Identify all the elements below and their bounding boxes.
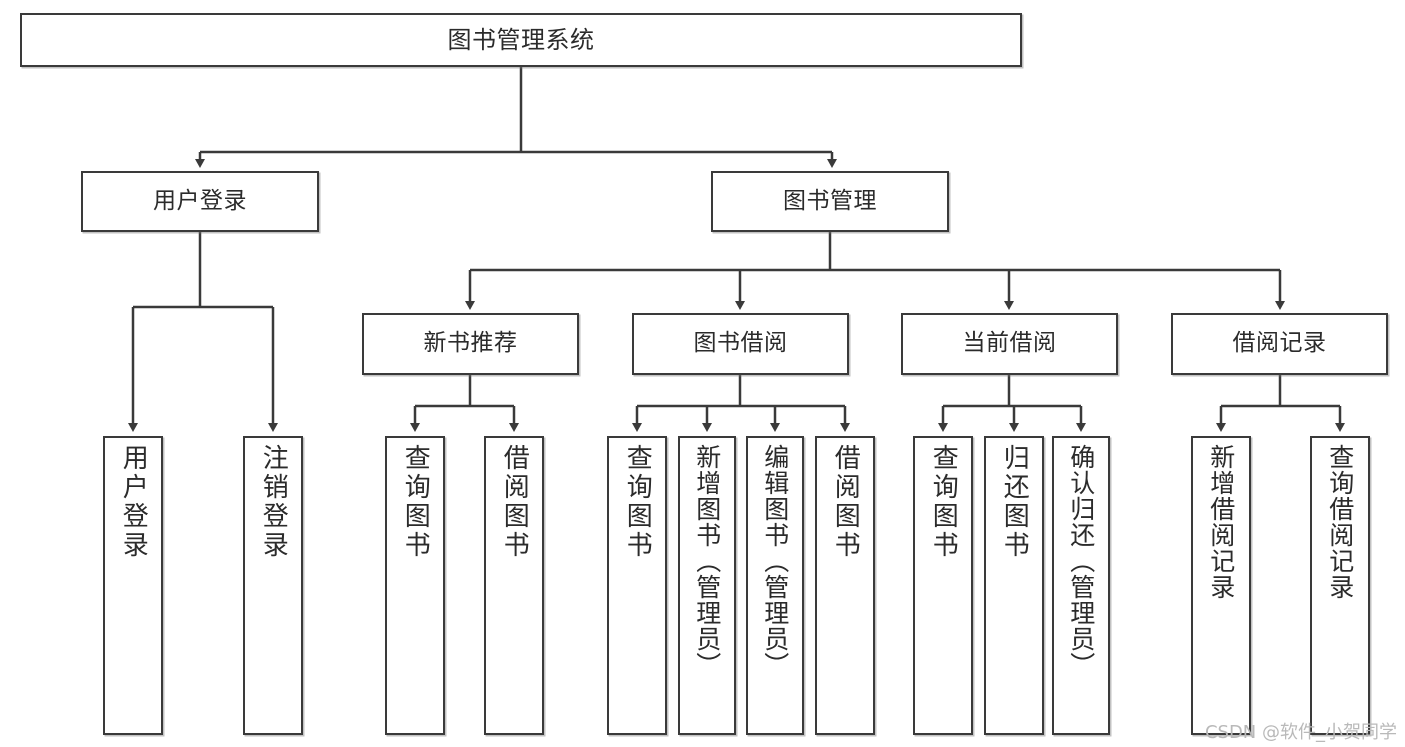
leaf-query-borrow-record-label: 查询借阅记录 [1325,444,1355,600]
leaf-return-book-label: 归还图书 [999,444,1030,560]
leaf-query-book-borrow-label: 查询图书 [622,444,653,560]
leaf-borrow-book[interactable]: 借阅图书 [815,436,875,735]
leaf-query-book-recommend[interactable]: 查询图书 [385,436,445,735]
node-new-book-recommend-label: 新书推荐 [423,330,518,357]
leaf-edit-book-admin-label: 编辑图书（管理员） [760,444,790,678]
leaf-user-login-label: 用户登录 [118,444,149,560]
leaf-add-book-admin[interactable]: 新增图书（管理员） [678,436,736,735]
node-current-borrow-label: 当前借阅 [962,330,1057,357]
node-current-borrow[interactable]: 当前借阅 [901,313,1118,375]
node-user-login[interactable]: 用户登录 [81,171,319,232]
leaf-user-logout-label: 注销登录 [258,444,289,560]
node-root-label: 图书管理系统 [447,25,595,54]
node-borrow-record-label: 借阅记录 [1232,330,1327,357]
node-root[interactable]: 图书管理系统 [20,13,1022,67]
leaf-borrow-book-label: 借阅图书 [830,444,861,560]
leaf-confirm-return-admin-label: 确认归还（管理员） [1066,444,1096,678]
node-book-management-label: 图书管理 [783,187,877,214]
leaf-user-login[interactable]: 用户登录 [103,436,163,735]
leaf-query-book-current-label: 查询图书 [928,444,959,560]
leaf-add-borrow-record-label: 新增借阅记录 [1206,444,1236,600]
leaf-edit-book-admin[interactable]: 编辑图书（管理员） [746,436,804,735]
leaf-user-logout[interactable]: 注销登录 [243,436,303,735]
leaf-add-borrow-record[interactable]: 新增借阅记录 [1191,436,1251,735]
leaf-query-book-recommend-label: 查询图书 [400,444,431,560]
leaf-borrow-book-recommend-label: 借阅图书 [499,444,530,560]
watermark-text: CSDN @软件_小贺同学 [1204,722,1397,743]
node-book-borrow-label: 图书借阅 [693,330,788,357]
node-user-login-label: 用户登录 [153,187,247,214]
leaf-borrow-book-recommend[interactable]: 借阅图书 [484,436,544,735]
leaf-query-book-current[interactable]: 查询图书 [913,436,973,735]
node-new-book-recommend[interactable]: 新书推荐 [362,313,579,375]
leaf-query-borrow-record[interactable]: 查询借阅记录 [1310,436,1370,735]
leaf-return-book[interactable]: 归还图书 [984,436,1044,735]
leaf-query-book-borrow[interactable]: 查询图书 [607,436,667,735]
leaf-confirm-return-admin[interactable]: 确认归还（管理员） [1052,436,1110,735]
node-borrow-record[interactable]: 借阅记录 [1171,313,1388,375]
node-book-borrow[interactable]: 图书借阅 [632,313,849,375]
node-book-management[interactable]: 图书管理 [711,171,949,232]
leaf-add-book-admin-label: 新增图书（管理员） [692,444,722,678]
